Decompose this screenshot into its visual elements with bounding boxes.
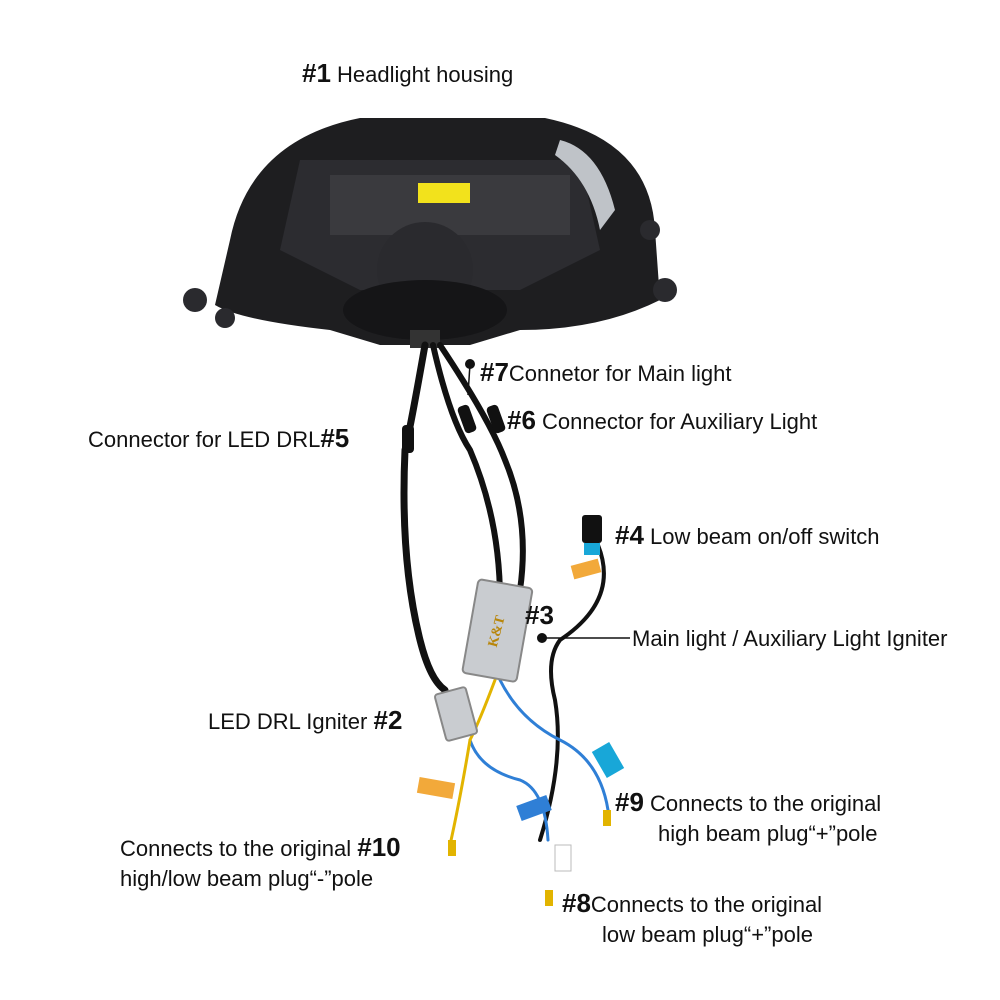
callout-2: LED DRL Igniter #2	[208, 705, 402, 737]
callout-8-line1: Connects to the original	[590, 892, 823, 917]
callout-8: #8Connects to the original low beam plug…	[562, 888, 822, 950]
callout-7: #7Connetor for Main light	[480, 357, 731, 389]
low-beam-switch	[582, 515, 602, 555]
callout-10-number: #10	[357, 832, 401, 862]
callout-9: #9 Connects to the original high beam pl…	[615, 787, 881, 849]
headlight-housing-illustration	[183, 118, 677, 348]
callout-7-text: Connetor for Main light	[508, 361, 732, 386]
main-light-connector	[457, 404, 477, 434]
leader-lines	[467, 363, 630, 639]
callout-4-number: #4	[615, 520, 644, 550]
yellow-sticker	[418, 183, 470, 203]
callout-5-number: #5	[320, 423, 350, 453]
callout-8-number: #8	[562, 888, 591, 918]
callout-3-number: #3	[525, 600, 554, 630]
callout-3: Main light / Auxiliary Light Igniter	[632, 624, 948, 654]
callout-9-line2: high beam plug“+”pole	[658, 821, 878, 846]
drl-igniter	[434, 686, 478, 742]
callout-1-text: Headlight housing	[337, 62, 514, 87]
callout-2-text: LED DRL Igniter	[208, 709, 368, 734]
callout-1: #1 Headlight housing	[302, 58, 513, 90]
callout-9-number: #9	[615, 787, 644, 817]
callout-6-number: #6	[507, 405, 536, 435]
callout-6-text: Connector for Auxiliary Light	[542, 409, 818, 434]
drl-connector	[402, 425, 414, 453]
callout-5-text: Connector for LED DRL	[88, 427, 321, 452]
callout-3-number-wrap: #3	[525, 600, 554, 632]
callout-2-number: #2	[373, 705, 403, 735]
callout-3-text: Main light / Auxiliary Light Igniter	[632, 626, 948, 651]
main-aux-igniter: K&T	[461, 578, 534, 683]
callout-7-number: #7	[480, 357, 509, 387]
callout-4-text: Low beam on/off switch	[650, 524, 880, 549]
wiring-harness	[400, 341, 610, 847]
callout-6: #6 Connector for Auxiliary Light	[507, 405, 817, 437]
callout-8-line2: low beam plug“+”pole	[602, 922, 813, 947]
callout-5: Connector for LED DRL#5	[88, 423, 349, 455]
callout-1-number: #1	[302, 58, 331, 88]
auxiliary-light-connector	[486, 404, 506, 434]
callout-9-line1: Connects to the original	[650, 791, 882, 816]
callout-10-line2: high/low beam plug“-”pole	[120, 866, 374, 891]
callout-10-line1: Connects to the original	[120, 836, 352, 861]
callout-dot-3	[537, 633, 547, 643]
callout-10: Connects to the original #10 high/low be…	[120, 832, 401, 894]
callout-dot-7	[465, 359, 475, 369]
callout-4: #4 Low beam on/off switch	[615, 520, 880, 552]
